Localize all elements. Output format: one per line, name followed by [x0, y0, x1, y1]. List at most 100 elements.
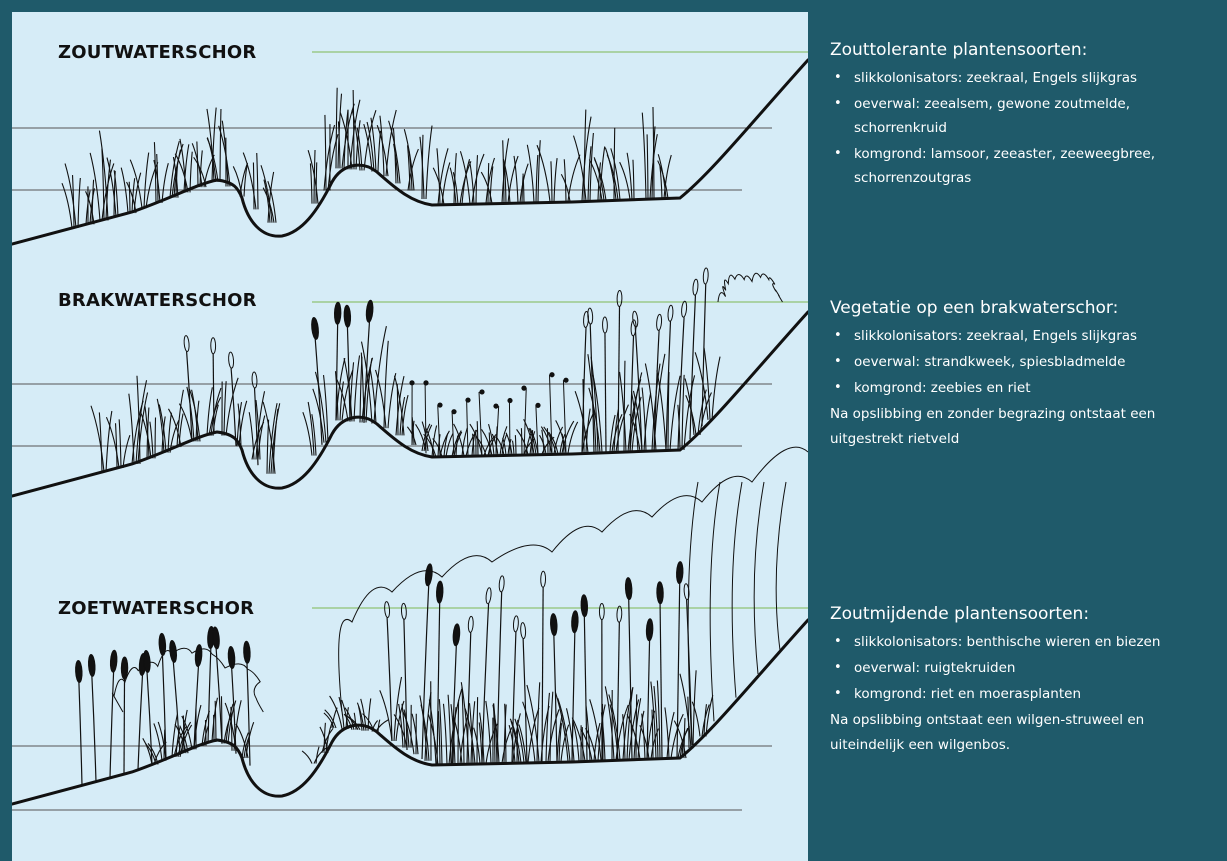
grass-blade: [106, 411, 112, 472]
grass-blade: [221, 696, 222, 743]
section-salt-avoiding: Zoutmijdende plantensoorten: slikkolonis…: [830, 602, 1215, 758]
grass-blade: [426, 126, 432, 199]
grass-blade: [653, 107, 654, 199]
grass-blade: [394, 677, 402, 741]
grass-blade: [568, 155, 580, 202]
grass-blade: [554, 158, 557, 202]
reed-plume: [169, 640, 178, 663]
reed-plume: [159, 633, 167, 655]
willow-trunk: [754, 482, 764, 674]
grass-blade: [624, 361, 625, 452]
grass-blade: [476, 155, 477, 204]
grass-blade: [310, 163, 312, 203]
grass-blade: [154, 142, 156, 203]
list-item: oeverwal: zeealsem, gewone zoutmelde, sc…: [830, 92, 1215, 140]
grass-blade: [627, 153, 632, 200]
grass-blade: [488, 163, 489, 203]
grass-blade: [389, 121, 400, 184]
cross-section-drawing: [12, 12, 808, 861]
reed-plume: [625, 577, 633, 599]
grass-blade: [316, 162, 317, 203]
reed-plume: [646, 619, 653, 641]
reed-stem: [79, 679, 82, 785]
grass-blade: [642, 388, 646, 452]
reed-stem: [208, 646, 211, 744]
reed-plume: [571, 611, 578, 633]
willow-trunk: [710, 482, 720, 721]
reed-plume: [692, 279, 698, 295]
grass-blade: [633, 160, 634, 200]
grass-blade: [470, 162, 474, 204]
flower-head: [535, 403, 540, 408]
flower-head: [451, 409, 456, 414]
list-item: komgrond: riet en moerasplanten: [830, 682, 1215, 706]
vegetation-salt: [62, 88, 671, 228]
grass-blade: [190, 152, 192, 193]
grass-blade: [502, 727, 512, 763]
reed-plume: [365, 300, 373, 322]
reed-plume: [550, 613, 558, 635]
grass-blade: [682, 375, 684, 450]
grass-blade: [647, 134, 648, 199]
grass-blade: [527, 145, 534, 202]
section-title: Zoutmijdende plantensoorten:: [830, 602, 1215, 626]
list-item: komgrond: zeebies en riet: [830, 376, 1215, 400]
reed-plume: [452, 624, 460, 646]
reed-plume: [632, 311, 638, 327]
grass-blade: [212, 108, 216, 182]
list-item: slikkolonisators: benthische wieren en b…: [830, 630, 1215, 654]
reed-plume: [401, 603, 407, 619]
grass-blade: [129, 394, 134, 464]
grass-blade: [636, 694, 637, 759]
species-list: slikkolonisators: zeekraal, Engels slijk…: [830, 324, 1215, 400]
grass-blade: [224, 381, 226, 435]
reed-plume: [599, 604, 604, 620]
grass-blade: [257, 153, 258, 209]
section-title: Zouttolerante plantensoorten:: [830, 38, 1215, 62]
reed-stem: [216, 646, 222, 744]
grass-blade: [253, 162, 254, 209]
reed-plume: [513, 616, 519, 632]
reed-plume: [541, 571, 546, 587]
reed-plume: [334, 302, 341, 324]
reed-plume: [110, 650, 118, 672]
reed-plume: [75, 660, 82, 682]
reed-plume: [656, 582, 663, 604]
zone-fresh-group: [12, 447, 808, 810]
reed-stem: [213, 354, 214, 433]
reed-plume: [228, 646, 236, 668]
reed-stem: [92, 673, 96, 781]
reed-plume: [703, 268, 709, 284]
grass-blade: [521, 428, 522, 454]
grass-blade: [388, 373, 396, 428]
zone-salt-group: [12, 52, 808, 244]
grass-blade: [119, 419, 121, 468]
grass-blade: [506, 433, 512, 455]
section-note: Na opslibbing ontstaat een wilgen-struwe…: [830, 708, 1215, 758]
grass-blade: [378, 720, 380, 732]
reed-stem: [605, 333, 606, 452]
flower-head: [493, 403, 498, 408]
reed-plume: [499, 576, 505, 592]
grass-blade: [325, 710, 336, 728]
grass-blade: [568, 422, 578, 453]
reed-plume: [581, 595, 588, 617]
flower-head: [437, 402, 442, 407]
reed-stem: [231, 368, 236, 446]
list-item: slikkolonisators: zeekraal, Engels slijk…: [830, 324, 1215, 348]
reed-plume: [228, 352, 234, 368]
reed-plume: [252, 372, 258, 388]
reed-stem: [124, 676, 125, 774]
flower-head: [409, 380, 414, 385]
list-item: komgrond: lamsoor, zeeaster, zeeweegbree…: [830, 142, 1215, 190]
flower-head: [549, 372, 554, 377]
grass-blade: [486, 701, 491, 763]
section-brackish: Vegetatie op een brakwaterschor: slikkol…: [830, 296, 1215, 452]
grass-blade: [477, 697, 478, 764]
grass-blade: [536, 155, 538, 202]
flower-head: [521, 386, 526, 391]
grass-blade: [512, 441, 514, 455]
grass-blade: [354, 355, 360, 421]
reed-plume: [617, 290, 622, 306]
grass-blade: [370, 367, 376, 423]
